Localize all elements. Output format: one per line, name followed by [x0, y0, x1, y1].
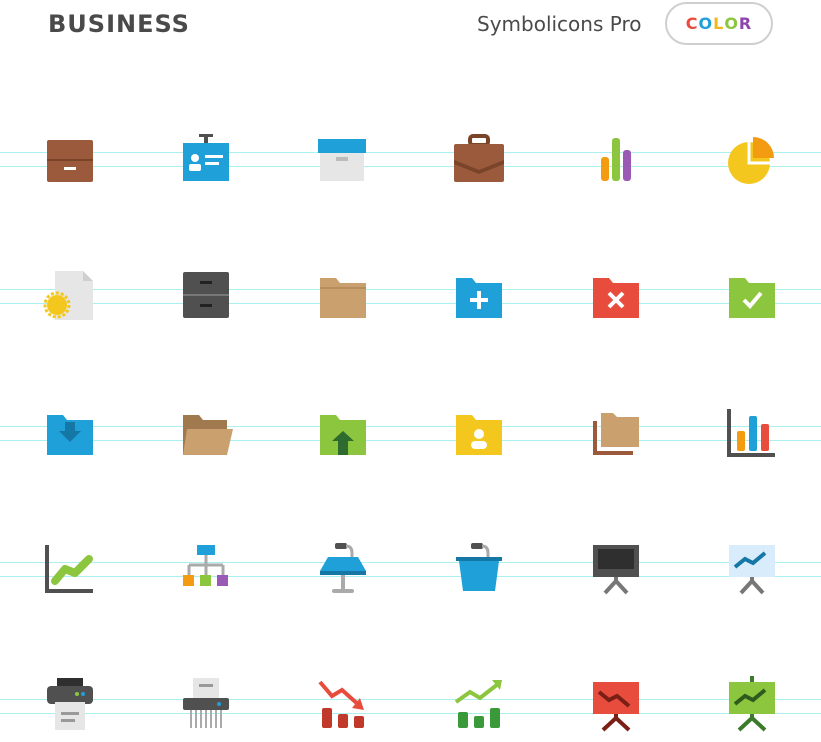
folder-icon[interactable]: [308, 262, 378, 332]
bar-chart-growth-icon[interactable]: [444, 672, 514, 742]
line-chart-axes-icon[interactable]: [35, 535, 105, 605]
page-title: BUSINESS: [48, 10, 190, 38]
pill-letter: O: [698, 14, 714, 33]
presentation-growth-icon[interactable]: [717, 672, 787, 742]
archive-box-icon[interactable]: [35, 125, 105, 195]
guide-line: [0, 699, 821, 700]
lectern-microphone-icon[interactable]: [444, 535, 514, 605]
presentation-decline-icon[interactable]: [581, 672, 651, 742]
folder-open-icon[interactable]: [171, 399, 241, 469]
folders-stack-icon[interactable]: [581, 399, 651, 469]
pill-letter: O: [724, 14, 739, 33]
id-badge-icon[interactable]: [171, 125, 241, 195]
pill-letter: R: [738, 14, 753, 33]
guide-line: [0, 166, 821, 167]
folder-upload-icon[interactable]: [308, 399, 378, 469]
folder-download-icon[interactable]: [35, 399, 105, 469]
guide-line: [0, 289, 821, 290]
guide-line: [0, 576, 821, 577]
org-chart-icon[interactable]: [171, 535, 241, 605]
pie-chart-icon[interactable]: [717, 125, 787, 195]
folder-remove-icon[interactable]: [581, 262, 651, 332]
brand-label: Symbolicons Pro: [477, 12, 642, 36]
filing-cabinet-icon[interactable]: [171, 262, 241, 332]
folder-check-icon[interactable]: [717, 262, 787, 332]
folder-user-icon[interactable]: [444, 399, 514, 469]
presentation-board-icon[interactable]: [581, 535, 651, 605]
printer-icon[interactable]: [35, 672, 105, 742]
folder-add-icon[interactable]: [444, 262, 514, 332]
bar-chart-icon[interactable]: [581, 125, 651, 195]
storage-box-icon[interactable]: [308, 125, 378, 195]
presentation-trend-icon[interactable]: [717, 535, 787, 605]
guide-line: [0, 713, 821, 714]
paper-shredder-icon[interactable]: [171, 672, 241, 742]
podium-microphone-icon[interactable]: [308, 535, 378, 605]
briefcase-icon[interactable]: [444, 125, 514, 195]
guide-line: [0, 152, 821, 153]
bar-chart-axes-icon[interactable]: [717, 399, 787, 469]
bar-chart-decline-icon[interactable]: [308, 672, 378, 742]
guide-line: [0, 426, 821, 427]
guide-line: [0, 303, 821, 304]
guide-line: [0, 440, 821, 441]
guide-line: [0, 562, 821, 563]
certificate-document-icon[interactable]: [35, 262, 105, 332]
pill-letter: L: [713, 14, 725, 33]
pill-letter: C: [685, 14, 699, 33]
